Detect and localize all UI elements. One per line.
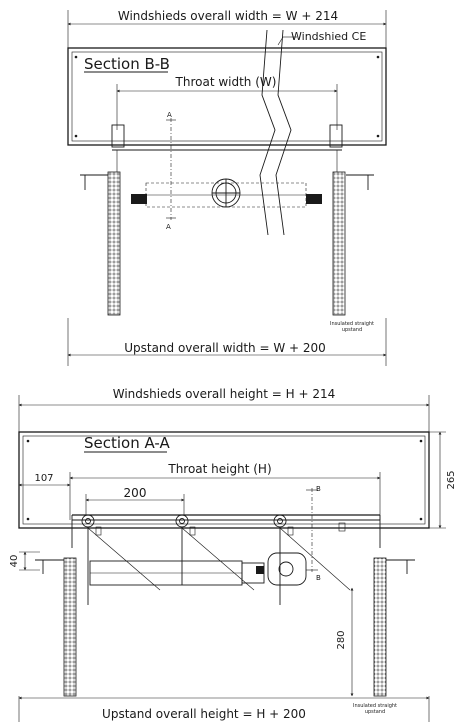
upstand-height-label: Upstand overall height = H + 200 [102,707,306,721]
dimension-200: 200 [85,486,185,515]
windshield-ce-label: Windshied CE [291,30,366,43]
damper-mechanism-aa [71,514,381,605]
break-lines [259,29,292,236]
marker-a-top: A [167,111,172,119]
dim-40-label: 40 [9,555,20,568]
marker-a-bottom: A [166,223,171,231]
insulated-label-aa-2: upstand [365,709,385,715]
section-bb-title: Section B-B [84,55,170,73]
insulated-label-bb-1: Insulated straight [330,321,374,327]
insulated-label-aa-1: Insulated straight [353,703,397,709]
throat-width-dimension: Throat width (W) [116,75,338,130]
damper-mechanism-bb [111,124,343,208]
insulated-label-bb-2: upstand [342,327,362,333]
dimension-280: 280 [336,587,354,697]
section-bb: Windshieds overall width = W + 214 Winds… [67,9,387,366]
dim-107-label: 107 [34,473,53,484]
upstand-height-dimension: Upstand overall height = H + 200 [18,696,430,722]
windshield-box-aa [18,431,430,529]
marker-b-top: B [316,485,321,493]
dimension-107: 107 [18,473,71,487]
dim-280-label: 280 [336,630,347,649]
dim-265-label: 265 [446,470,457,489]
section-aa: Windshieds overall height = H + 214 Sect… [9,387,457,722]
dimension-40: 40 [9,551,40,571]
throat-height-dimension: Throat height (H) [69,462,381,520]
throat-height-label: Throat height (H) [167,462,271,476]
upstand-bb [80,171,374,316]
dimension-265: 265 [395,431,457,529]
dim-200-label: 200 [124,486,147,500]
upstand-width-label: Upstand overall width = W + 200 [124,341,326,355]
windshield-height-label: Windshieds overall height = H + 214 [113,387,336,401]
windshield-box-bb [67,47,387,146]
marker-b-bottom: B [316,574,321,582]
windshield-width-label: Windshieds overall width = W + 214 [118,9,338,23]
section-aa-title: Section A-A [84,434,171,452]
throat-width-label: Throat width (W) [175,75,277,89]
upstand-width-dimension: Upstand overall width = W + 200 [67,318,387,366]
windshield-height-dimension: Windshieds overall height = H + 214 [18,387,430,432]
upstand-aa [35,557,415,697]
windshield-width-dimension: Windshieds overall width = W + 214 [67,9,387,48]
